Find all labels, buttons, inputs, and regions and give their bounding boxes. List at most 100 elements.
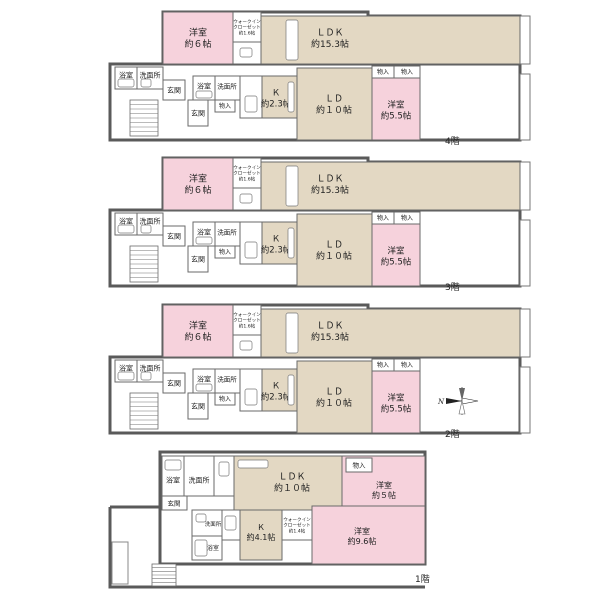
floor0-bath-a-label: 浴室 bbox=[119, 70, 133, 79]
floor2-bathtub-a-icon bbox=[117, 371, 135, 381]
floor2-bedroom-b bbox=[371, 370, 421, 434]
floor0-storage-b1 bbox=[214, 99, 236, 113]
ground-kitchen-label-line-2: 約4.1帖 bbox=[247, 532, 276, 542]
floor0-washroom-a-label: 洗面所 bbox=[140, 70, 161, 79]
floor0-stairs bbox=[129, 99, 159, 137]
floor2-bedroom-a bbox=[162, 304, 234, 358]
floor0-kitchen-counter-b-icon bbox=[287, 81, 295, 113]
floor0-storage-b3-label: 物入 bbox=[401, 68, 413, 76]
floor2-floor-label: 2階 bbox=[445, 429, 460, 440]
floor1-balcony-upper bbox=[519, 161, 531, 211]
floor2-ld-b-label-line-2: 約１０帖 bbox=[316, 397, 352, 409]
floor1-bath-a-label: 浴室 bbox=[119, 216, 133, 225]
ground-washroom-b-label: 洗面所 bbox=[205, 520, 222, 528]
floor0-entry-a-label: 玄関 bbox=[167, 85, 181, 94]
floor0-toilet-a-icon bbox=[239, 47, 253, 58]
floor0-bathtub-b-icon bbox=[195, 90, 213, 99]
floor1-storage-b1-label: 物入 bbox=[219, 248, 231, 256]
floor0-bathtub-a-icon bbox=[117, 78, 135, 88]
floor1-ldk-a-label-line-1: ＬＤＫ bbox=[316, 175, 343, 185]
floor2-walk-in-closet-a-label-line-1: ウォークイン bbox=[233, 311, 261, 318]
floor0-ldk-a-label-line-1: ＬＤＫ bbox=[316, 29, 343, 39]
floor1-storage-b3-label: 物入 bbox=[401, 214, 413, 222]
floor1-floor-label: 3階 bbox=[445, 282, 460, 293]
ground-bedroom-b-label-line-1: 洋室 bbox=[354, 526, 370, 536]
floor1-walk-in-closet-a-label-line-3: 約1.6帖 bbox=[239, 175, 256, 182]
floor0-sink-a-icon bbox=[140, 78, 152, 88]
floor0-entry-a bbox=[162, 79, 186, 101]
floor2-kitchen-counter-b-icon bbox=[287, 374, 295, 406]
floor1-storage-b2-label: 物入 bbox=[377, 214, 389, 222]
floor1-ldk-a-label-line-2: 約15.3帖 bbox=[311, 184, 349, 196]
floor0-walk-in-closet-a-label-line-3: 約1.6帖 bbox=[239, 29, 256, 36]
floor1-sink-a-icon bbox=[140, 224, 152, 234]
floor1-ldk-a bbox=[260, 161, 521, 211]
floor2-ld-b-label-line-1: ＬＤ bbox=[325, 388, 343, 398]
floor2-entry-a bbox=[162, 372, 186, 394]
floor2-washroom-a-label: 洗面所 bbox=[140, 363, 161, 372]
floor0-bedroom-a bbox=[162, 11, 234, 65]
floor1-storage-b3 bbox=[393, 211, 421, 225]
ground-bedroom-a-label-line-1: 洋室 bbox=[376, 480, 392, 490]
floor2-bath-a-label: 浴室 bbox=[119, 363, 133, 372]
floor2-storage-b1-label: 物入 bbox=[219, 395, 231, 403]
floor2-storage-b1 bbox=[214, 392, 236, 406]
floor1-bedroom-b-label-line-1: 洋室 bbox=[387, 246, 405, 257]
floor1-entry-b-label: 玄関 bbox=[191, 254, 205, 263]
ground-storage-label: 物入 bbox=[353, 460, 367, 469]
floor2-entry-a-label: 玄関 bbox=[167, 378, 181, 387]
floor2-walk-in-closet-a-label-line-2: クローゼット bbox=[233, 317, 261, 324]
floor2-bedroom-a-label-line-1: 洋室 bbox=[189, 320, 207, 332]
floor1-washroom-a-label: 洗面所 bbox=[140, 216, 161, 225]
floor2-bedroom-a-label-line-2: 約６帖 bbox=[184, 331, 211, 343]
floor0-ldk-a bbox=[260, 15, 521, 65]
floor0-ld-b-label-line-1: ＬＤ bbox=[325, 95, 343, 105]
floor2-ldk-a bbox=[260, 308, 521, 358]
floor2-balcony-lower bbox=[519, 366, 531, 434]
ground-bedroom-b-label-line-2: 約9.6帖 bbox=[348, 536, 377, 546]
floor2-bedroom-b-label-line-1: 洋室 bbox=[387, 393, 405, 404]
floor0-kitchen-b-label-line-2: 約2.3帖 bbox=[261, 98, 292, 109]
floor2-toilet-b-icon bbox=[244, 388, 258, 406]
ground-toilet-a-icon bbox=[218, 461, 230, 477]
floor1-ld-b-label-line-2: 約１０帖 bbox=[316, 250, 352, 262]
floor1-walk-in-closet-a-label-line-1: ウォークイン bbox=[233, 164, 261, 171]
floor0-kitchen-counter-a-icon bbox=[285, 19, 299, 61]
floor2-toilet-a-icon bbox=[239, 340, 253, 351]
floor0-storage-b3 bbox=[393, 65, 421, 79]
floor1-washroom-b-label: 洗面所 bbox=[217, 227, 237, 236]
ground-walk-in-closet bbox=[281, 509, 313, 541]
floor0-toilet-b-icon bbox=[244, 95, 258, 113]
floor0-bedroom-b-label-line-1: 洋室 bbox=[387, 100, 405, 111]
floor1-bedroom-b-label-line-2: 約5.5帖 bbox=[381, 256, 412, 267]
ground-sink-b-icon bbox=[195, 513, 207, 523]
floor0-kitchen-b-label-line-1: Ｋ bbox=[272, 89, 281, 99]
ground-bathtub-b-icon bbox=[194, 539, 208, 557]
floor0-walk-in-closet-a-label-line-1: ウォークイン bbox=[233, 18, 261, 25]
ground-washroom-a-label: 洗面所 bbox=[189, 475, 210, 484]
ground-floor: 浴室洗面所玄関ＬＤＫ約１０帖洋室約５帖物入洗面所浴室Ｋ約4.1帖ウォークインクロ… bbox=[108, 450, 430, 589]
floor2-balcony-upper bbox=[519, 308, 531, 358]
ground-walk-in-closet-label-line-1: ウォークイン bbox=[283, 516, 311, 523]
floor0-bedroom-b-label-line-2: 約5.5帖 bbox=[381, 110, 412, 121]
floor0-entry-b-label: 玄関 bbox=[191, 108, 205, 117]
ground-entry-a bbox=[161, 495, 188, 511]
floor1-bathtub-b-icon bbox=[195, 236, 213, 245]
floor1-bedroom-a-label-line-1: 洋室 bbox=[189, 173, 207, 185]
floor1-kitchen-b-label-line-1: Ｋ bbox=[272, 235, 281, 245]
floor1-bedroom-a-label-line-2: 約６帖 bbox=[184, 184, 211, 196]
floor2-sink-a-icon bbox=[140, 371, 152, 381]
floor1-toilet-a-icon bbox=[239, 193, 253, 204]
ground-toilet-b-icon bbox=[224, 515, 237, 531]
floor2-entry-b-label: 玄関 bbox=[191, 401, 205, 410]
ground-entry-a-label: 玄関 bbox=[168, 498, 181, 507]
floor2-kitchen-b-label-line-2: 約2.3帖 bbox=[261, 391, 292, 402]
ground-walk-in-closet-label-line-2: クローゼット bbox=[283, 522, 311, 529]
floor2-bedroom-b-label-line-2: 約5.5帖 bbox=[381, 403, 412, 414]
floor2-storage-b3 bbox=[393, 358, 421, 372]
floor1-stairs bbox=[129, 245, 159, 283]
ground-kitchen bbox=[239, 509, 283, 561]
floor1-ld-b bbox=[296, 213, 373, 287]
